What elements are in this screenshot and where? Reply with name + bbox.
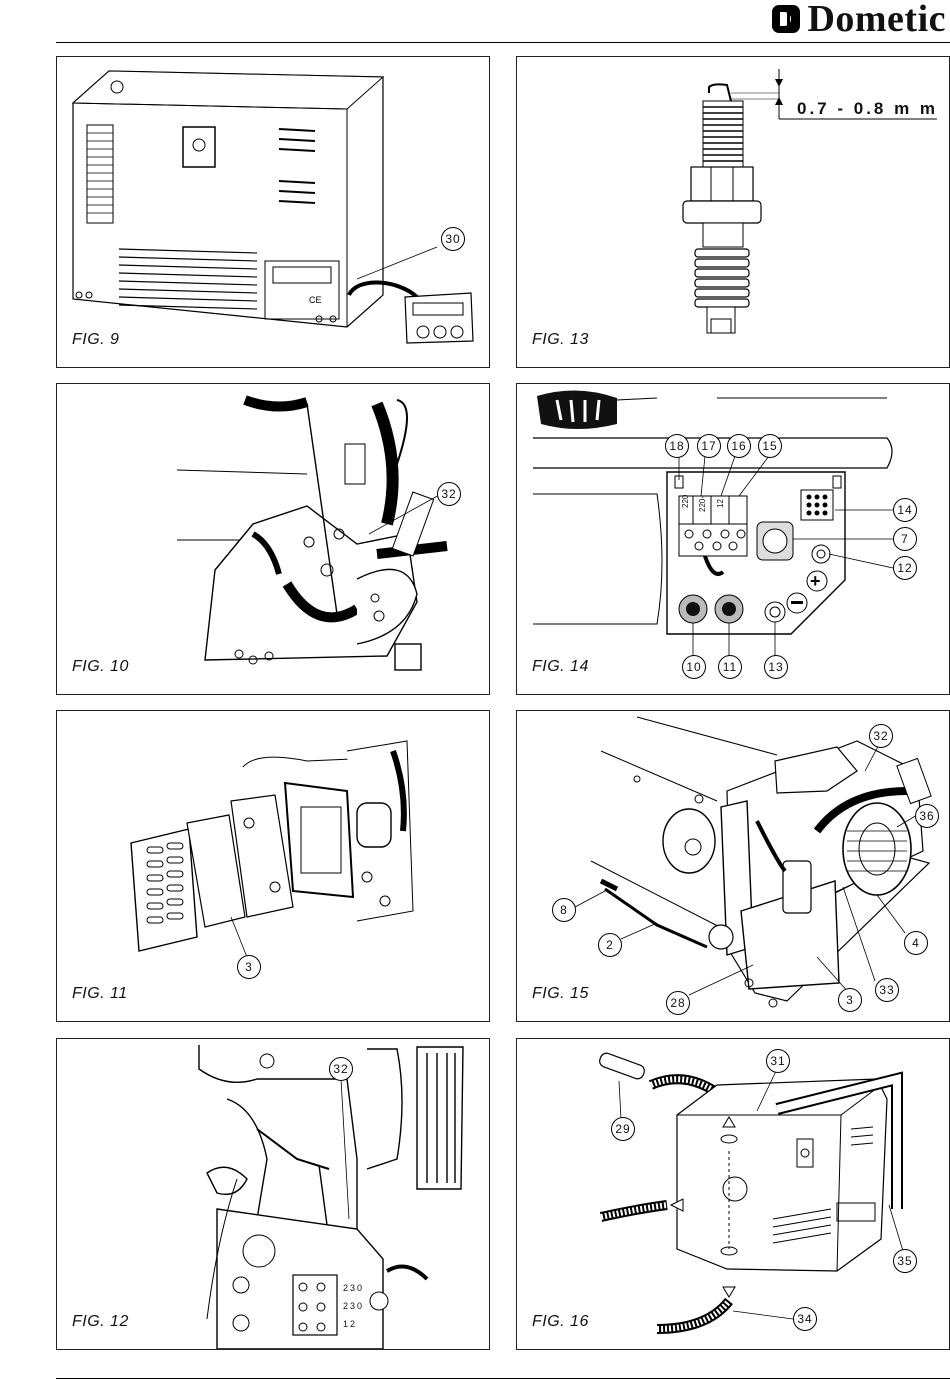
callout-18: 18 xyxy=(665,434,689,458)
electrical-panel-illustration: + xyxy=(533,390,894,656)
figure-label: FIG. 16 xyxy=(532,1313,589,1330)
callout-13: 13 xyxy=(764,655,788,679)
figure-label: FIG. 13 xyxy=(532,331,589,348)
callout-8: 8 xyxy=(552,898,576,922)
figure-14: + 18 17 16 15 14 7 12 10 11 13 220 220- … xyxy=(516,383,950,695)
terminal-label: 220- xyxy=(698,495,707,512)
callout-11: 11 xyxy=(718,655,742,679)
figure-10: 32 FIG. 10 xyxy=(56,383,490,695)
callout-12: 12 xyxy=(893,556,917,580)
callout-15: 15 xyxy=(758,434,782,458)
callout-10: 10 xyxy=(682,655,706,679)
callout-2: 2 xyxy=(598,933,622,957)
figure-label: FIG. 11 xyxy=(72,985,128,1002)
callout-4: 4 xyxy=(904,931,928,955)
carburetor-linkage-illustration xyxy=(176,395,448,671)
terminal-label: 220 xyxy=(681,494,690,508)
electrode-gap-label: 0.7 - 0.8 m m xyxy=(797,99,939,118)
figure-label: FIG. 15 xyxy=(532,985,589,1002)
callout-14: 14 xyxy=(893,498,917,522)
dometic-logo-icon xyxy=(772,5,801,33)
brand-logo: Dometic xyxy=(771,0,946,38)
heater-unit-illustration: CE xyxy=(71,70,474,344)
callout-30: 30 xyxy=(441,227,465,251)
callout-29: 29 xyxy=(611,1117,635,1141)
callout-35: 35 xyxy=(893,1249,917,1273)
callout-3: 3 xyxy=(838,988,862,1012)
callout-36: 36 xyxy=(915,804,939,828)
svg-text:CE: CE xyxy=(309,295,322,305)
figure-9: CE 30 FIG. 9 xyxy=(56,56,490,368)
svg-text:+: + xyxy=(810,571,821,591)
figure-15: 32 36 8 2 4 33 3 28 FIG. 15 xyxy=(516,710,950,1022)
figure-13: 0.7 - 0.8 m m FIG. 13 xyxy=(516,56,950,368)
callout-17: 17 xyxy=(697,434,721,458)
brand-name: Dometic xyxy=(807,0,946,40)
callout-28: 28 xyxy=(666,991,690,1015)
figure-label: FIG. 10 xyxy=(72,658,129,675)
header-rule xyxy=(56,42,950,43)
figure-16: 31 29 35 34 FIG. 16 xyxy=(516,1038,950,1350)
ventilation-hose-illustration xyxy=(599,1052,904,1334)
callout-32: 32 xyxy=(437,482,461,506)
terminal-label: 230 xyxy=(343,1283,365,1293)
callout-3: 3 xyxy=(237,955,261,979)
figure-11: 3 FIG. 11 xyxy=(56,710,490,1022)
figure-label: FIG. 9 xyxy=(72,331,120,348)
air-filter-illustration xyxy=(130,740,414,958)
callout-34: 34 xyxy=(793,1307,817,1331)
figure-label: FIG. 14 xyxy=(532,658,589,675)
generator-assembly-illustration xyxy=(574,716,932,1008)
terminal-label: 12 xyxy=(343,1319,358,1329)
callout-32: 32 xyxy=(869,724,893,748)
figure-label: FIG. 12 xyxy=(72,1313,129,1330)
footer-rule xyxy=(56,1378,950,1379)
callout-31: 31 xyxy=(766,1049,790,1073)
terminal-label: 12 xyxy=(716,499,725,508)
callout-7: 7 xyxy=(893,527,917,551)
throttle-linkage-illustration xyxy=(198,1045,464,1349)
callout-33: 33 xyxy=(875,978,899,1002)
callout-32: 32 xyxy=(329,1057,353,1081)
figure-12: 32 230 230 12 FIG. 12 xyxy=(56,1038,490,1350)
terminal-label: 230 xyxy=(343,1301,365,1311)
callout-16: 16 xyxy=(727,434,751,458)
spark-plug-illustration xyxy=(682,69,937,334)
